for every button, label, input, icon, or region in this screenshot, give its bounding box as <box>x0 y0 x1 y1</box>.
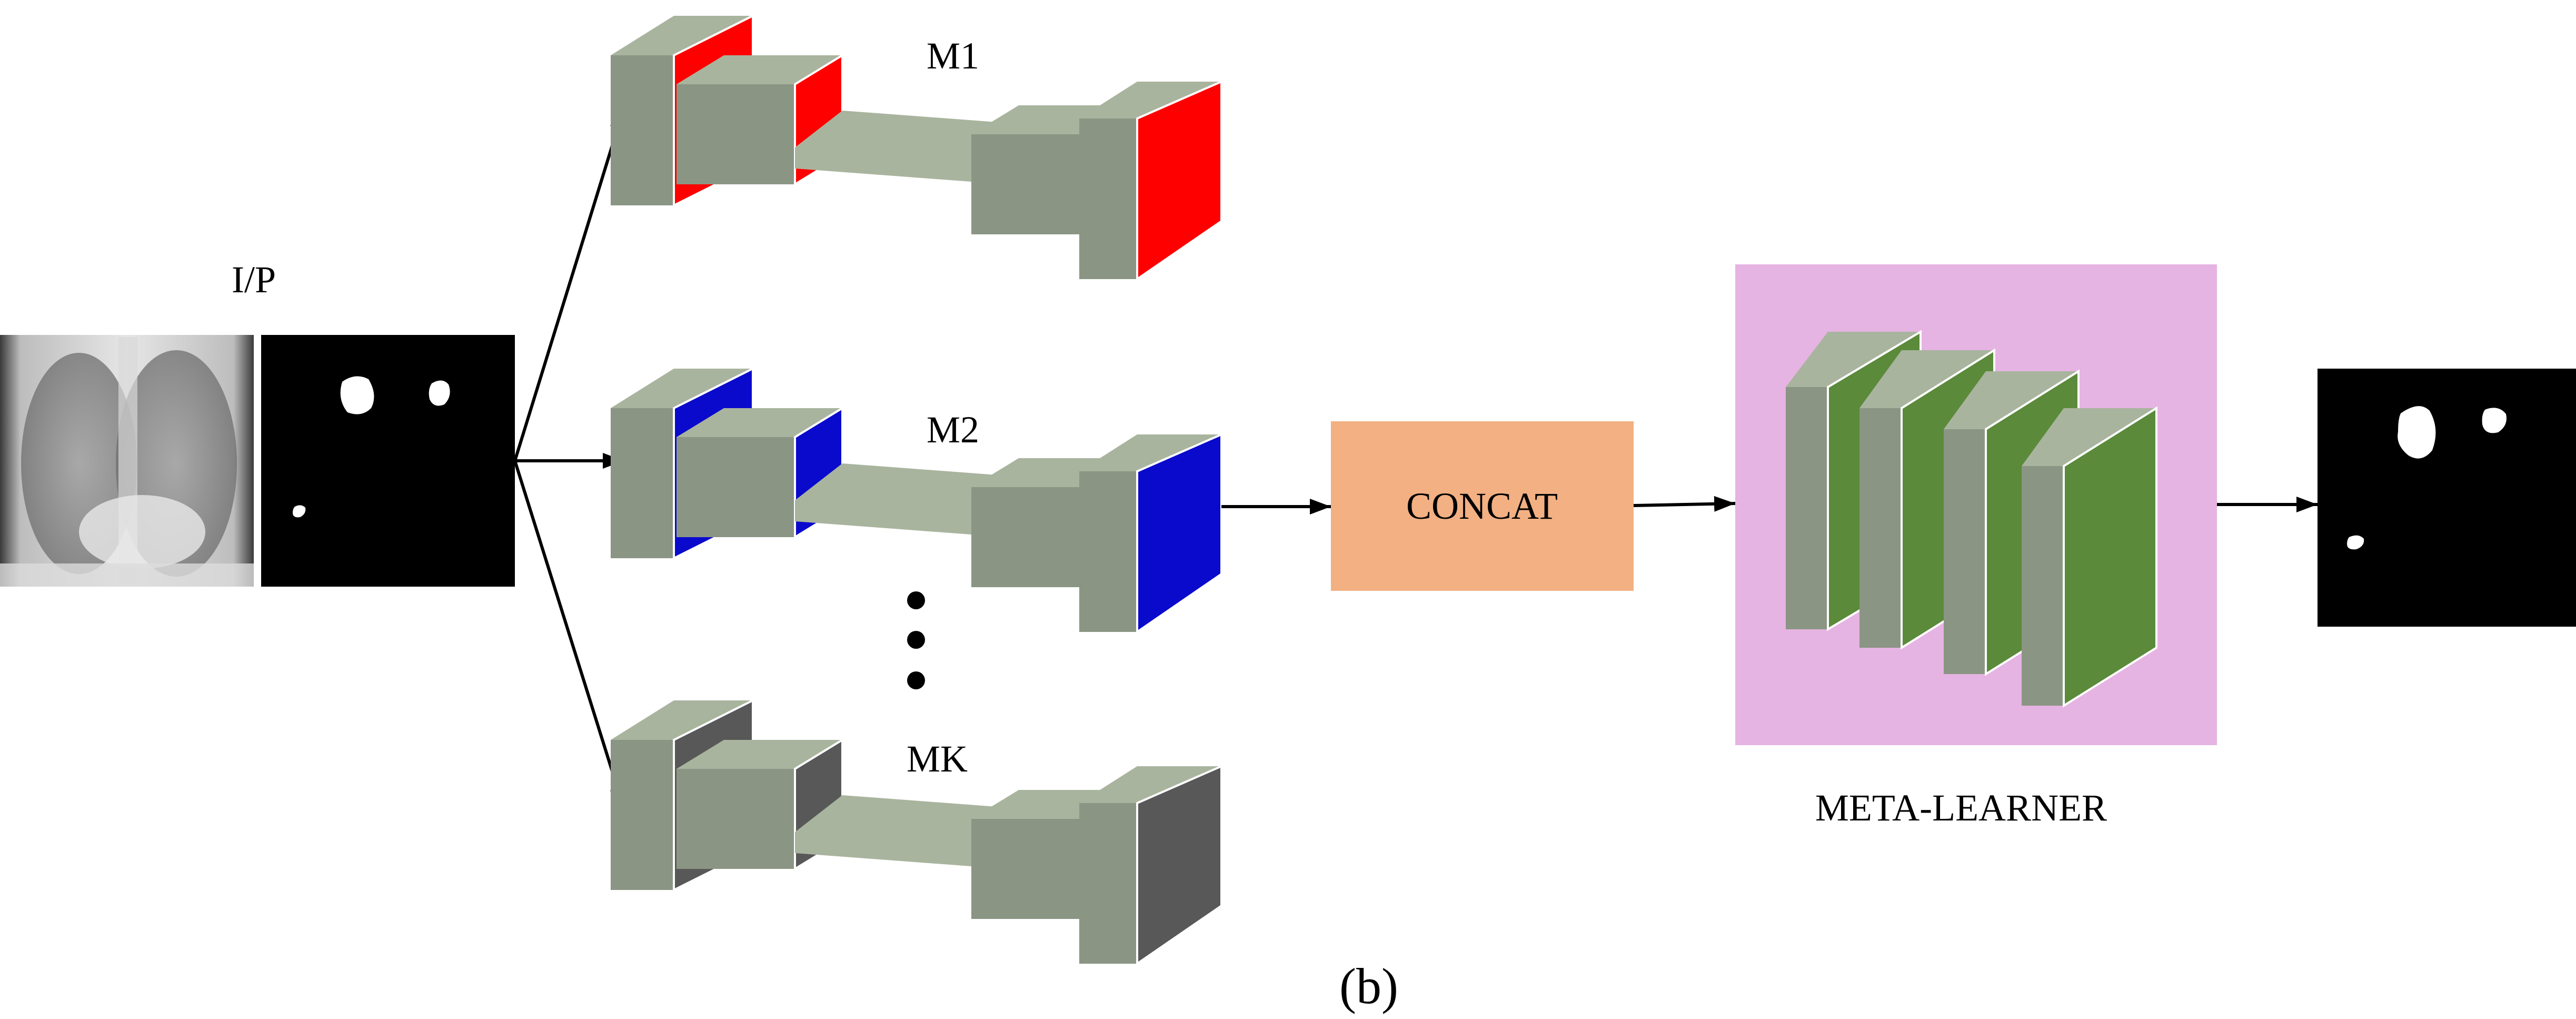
chest-xray-image <box>0 335 254 587</box>
model-2-block <box>611 367 1222 634</box>
ellipsis-dot <box>907 631 925 649</box>
meta-learner-label: META-LEARNER <box>1815 787 2107 829</box>
ellipsis-dot <box>907 591 925 609</box>
figure-caption: (b) <box>1339 958 1398 1014</box>
ellipsis-dot <box>907 671 925 689</box>
model-k-block <box>611 698 1222 966</box>
meta-learner-layers <box>1786 330 2157 708</box>
arrow-to-meta-learner <box>1633 496 1736 512</box>
concat-label: CONCAT <box>1406 485 1558 527</box>
model-k-label: MK <box>907 738 968 780</box>
arrow-to-m1 <box>513 107 625 461</box>
model-2-label: M2 <box>927 409 979 451</box>
input-mask-image <box>261 335 515 587</box>
output-mask-image <box>2318 369 2576 627</box>
model-1-label: M1 <box>927 35 979 77</box>
arrow-to-mk <box>513 460 625 809</box>
concat-box <box>1331 421 1634 591</box>
model-1-block <box>611 14 1222 281</box>
input-label: I/P <box>232 259 276 301</box>
